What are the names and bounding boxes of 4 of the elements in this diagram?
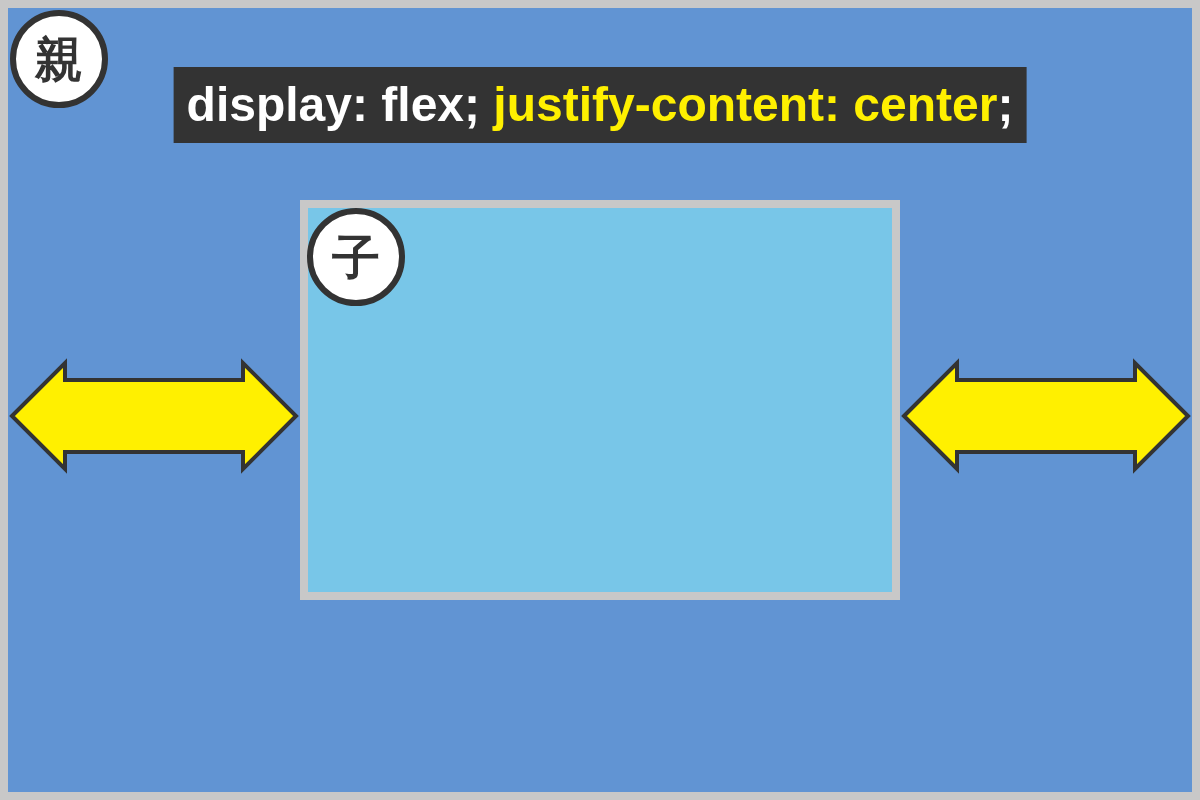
parent-badge: 親 [10, 10, 108, 108]
code-label: display: flex; justify-content: center; [173, 67, 1027, 143]
child-box [300, 200, 900, 600]
child-badge: 子 [307, 208, 405, 306]
